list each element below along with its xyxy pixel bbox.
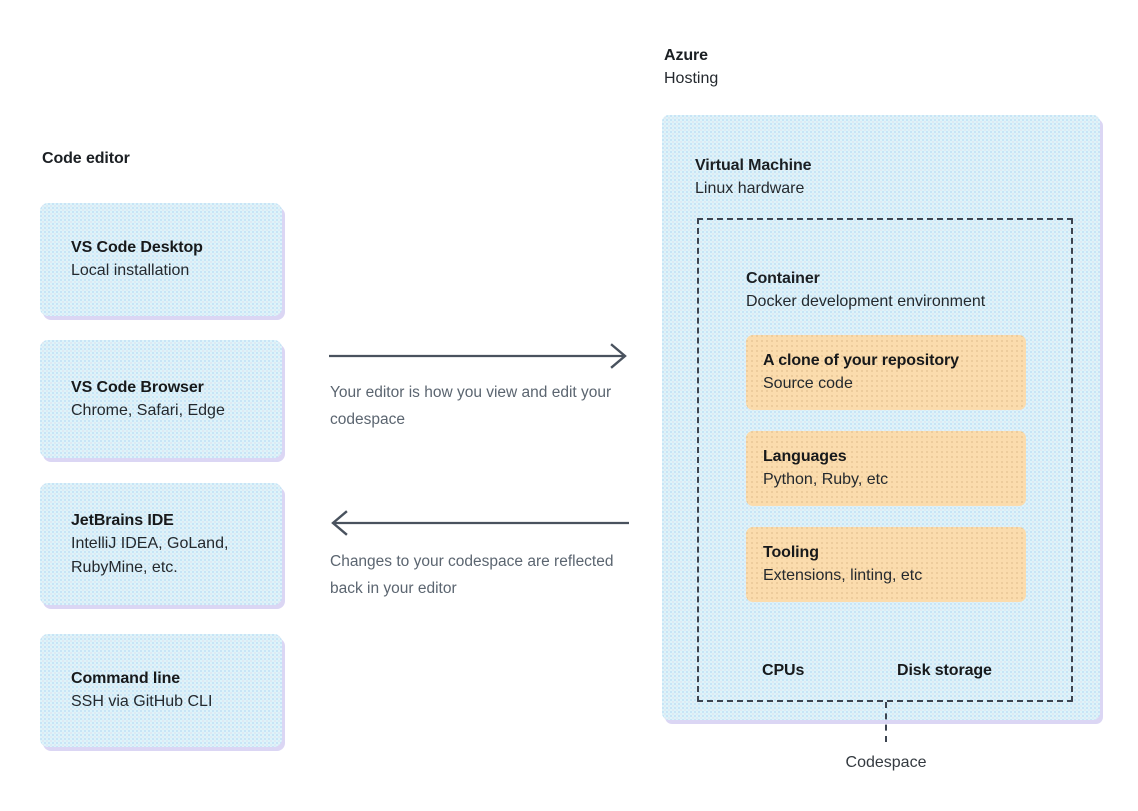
arrow-right-icon xyxy=(329,343,627,369)
virtual-machine-title: Virtual Machine xyxy=(695,157,812,174)
card-command-line[interactable]: Command line SSH via GitHub CLI xyxy=(40,634,282,747)
azure-heading-title: Azure xyxy=(664,47,708,64)
arrow-right-group xyxy=(329,343,629,369)
virtual-machine-subtitle: Linux hardware xyxy=(695,180,805,197)
code-editor-heading: Code editor xyxy=(42,148,130,170)
card-repository-clone[interactable]: A clone of your repository Source code xyxy=(746,335,1026,410)
card-subtitle: Chrome, Safari, Edge xyxy=(71,401,225,419)
azure-heading: Azure Hosting xyxy=(664,45,718,91)
card-languages[interactable]: Languages Python, Ruby, etc xyxy=(746,431,1026,506)
card-jetbrains-ide[interactable]: JetBrains IDE IntelliJ IDEA, GoLand, Rub… xyxy=(40,483,282,605)
arrow-left-caption: Changes to your codespace are reflected … xyxy=(330,553,614,597)
container-subtitle: Docker development environment xyxy=(746,293,986,310)
hardware-label-disk-storage: Disk storage xyxy=(897,662,992,679)
codespace-dashed-boundary xyxy=(697,218,1073,702)
codespace-caption: Codespace xyxy=(845,754,927,771)
card-subtitle: IntelliJ IDEA, GoLand, RubyMine, etc. xyxy=(71,534,229,576)
card-subtitle: Local installation xyxy=(71,262,190,279)
card-vs-code-desktop[interactable]: VS Code Desktop Local installation xyxy=(40,203,282,316)
card-subtitle: SSH via GitHub CLI xyxy=(71,693,213,710)
code-editor-heading-title: Code editor xyxy=(42,150,130,167)
card-title: Languages xyxy=(763,448,847,465)
card-subtitle: Source code xyxy=(763,375,853,392)
arrow-left-group xyxy=(329,510,629,536)
card-vs-code-browser[interactable]: VS Code Browser Chrome, Safari, Edge xyxy=(40,340,282,458)
card-title: JetBrains IDE xyxy=(71,511,174,529)
codespace-connector-line xyxy=(885,702,887,742)
container-heading: Container Docker development environment xyxy=(746,268,985,314)
card-subtitle: Python, Ruby, etc xyxy=(763,471,889,488)
hardware-label-cpus: CPUs xyxy=(762,662,805,679)
card-tooling[interactable]: Tooling Extensions, linting, etc xyxy=(746,527,1026,602)
arrow-left-icon xyxy=(331,510,629,536)
azure-heading-subtitle: Hosting xyxy=(664,70,719,87)
card-title: Command line xyxy=(71,670,181,687)
container-title: Container xyxy=(746,270,820,287)
card-title: A clone of your repository xyxy=(763,352,959,369)
card-title: VS Code Browser xyxy=(71,378,204,396)
card-title: Tooling xyxy=(763,544,819,561)
card-subtitle: Extensions, linting, etc xyxy=(763,567,923,584)
virtual-machine-container xyxy=(662,115,1100,720)
arrow-right-caption: Your editor is how you view and edit you… xyxy=(330,384,612,428)
virtual-machine-heading: Virtual Machine Linux hardware xyxy=(695,155,812,201)
card-title: VS Code Desktop xyxy=(71,239,203,256)
